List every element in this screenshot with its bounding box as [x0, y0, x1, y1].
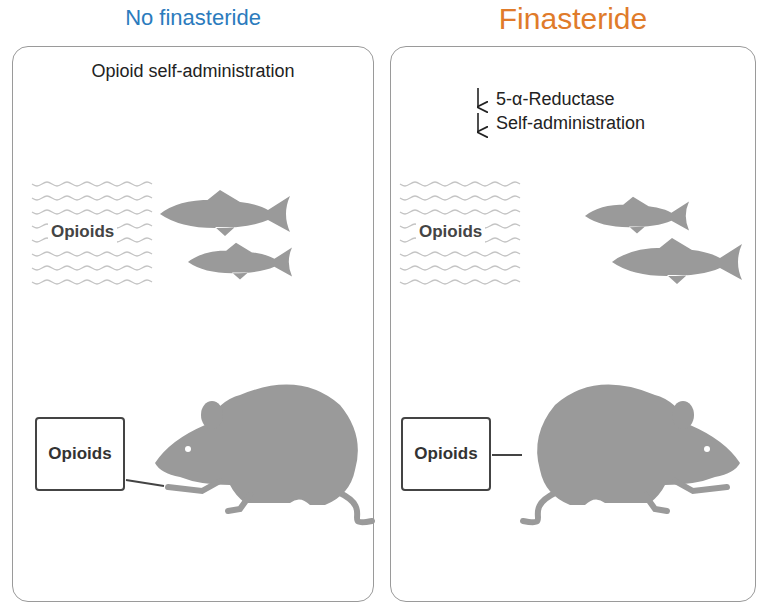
wave-stroke: [32, 266, 152, 270]
condition-panel: Finasteride5-α-ReductaseSelf-administrat…: [390, 46, 756, 602]
effect-note: 5-α-Reductase: [496, 89, 614, 110]
water-label: Opioids: [48, 221, 117, 243]
wave-stroke: [400, 280, 520, 284]
opioid-box: Opioids: [401, 417, 491, 491]
fish: [585, 197, 689, 234]
box-label: Opioids: [48, 444, 111, 464]
effect-note: Self-administration: [496, 113, 645, 134]
panel-heading: Finasteride: [391, 2, 755, 36]
wave-stroke: [400, 196, 520, 200]
wave-stroke: [32, 210, 152, 214]
panel-heading: No finasteride: [13, 5, 373, 31]
panel-note: Opioid self-administration: [13, 61, 373, 82]
wave-stroke: [400, 182, 520, 186]
rat: [523, 385, 740, 523]
wave-stroke: [400, 252, 520, 256]
fish: [612, 238, 742, 284]
wave-stroke: [32, 196, 152, 200]
condition-panel: No finasterideOpioid self-administration…: [12, 46, 374, 602]
decrease-arrow: [477, 113, 479, 132]
decrease-arrow: [477, 88, 479, 107]
box-label: Opioids: [414, 444, 477, 464]
water-waves: [32, 182, 152, 284]
water-label: Opioids: [416, 221, 485, 243]
tether-line: [126, 480, 164, 486]
wave-stroke: [32, 280, 152, 284]
rat: [155, 385, 372, 523]
wave-stroke: [32, 252, 152, 256]
opioid-box: Opioids: [35, 417, 125, 491]
wave-stroke: [32, 182, 152, 186]
wave-stroke: [400, 266, 520, 270]
water-waves: [400, 182, 520, 284]
wave-stroke: [400, 210, 520, 214]
fish: [160, 190, 290, 236]
fish: [188, 243, 292, 280]
tether-line: [492, 454, 522, 456]
